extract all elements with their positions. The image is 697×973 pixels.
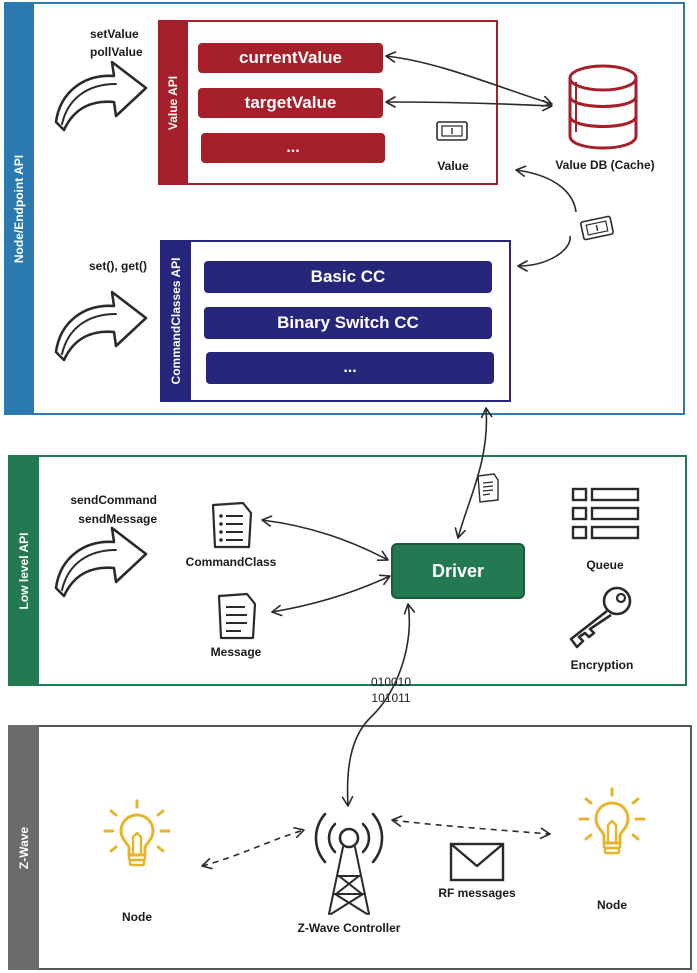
encryption-caption: Encryption (570, 658, 634, 672)
commandclasses-api-sidebar: CommandClasses API (160, 240, 191, 402)
cc-item-binary-switch: Binary Switch CC (204, 307, 492, 339)
cc-item-basic-label: Basic CC (310, 267, 386, 286)
cc-item-more-label: ... (343, 359, 357, 376)
driver-box: Driver (391, 543, 525, 599)
set-get-methods: set(), get() (89, 259, 147, 273)
node-left-caption: Node (122, 910, 152, 924)
cc-item-binary-switch-label: Binary Switch CC (277, 313, 419, 332)
commandclasses-api-label: CommandClasses API (168, 257, 183, 385)
node-endpoint-api-sidebar: Node/Endpoint API (4, 2, 34, 415)
low-level-api-section: Low level API (8, 455, 687, 686)
set-value-method: setValue (90, 27, 139, 41)
value-item-target-label: targetValue (244, 93, 337, 112)
zwave-controller-caption: Z-Wave Controller (297, 921, 401, 935)
send-message-method: sendMessage (78, 512, 157, 526)
commandclass-caption: CommandClass (185, 555, 277, 569)
value-item-current-label: currentValue (239, 48, 342, 67)
value-api-label: Value API (166, 75, 180, 130)
zwave-sidebar: Z-Wave (8, 725, 39, 970)
zwave-section: Z-Wave (8, 725, 692, 970)
send-command-method: sendCommand (70, 493, 157, 507)
node-right-caption: Node (597, 898, 627, 912)
cc-item-more: ... (206, 352, 494, 384)
bits-line-1: 010010 (370, 675, 412, 689)
queue-caption: Queue (586, 558, 624, 572)
driver-label: Driver (431, 560, 485, 581)
message-caption: Message (210, 645, 262, 659)
value-api-sidebar: Value API (158, 20, 188, 185)
rf-messages-caption: RF messages (438, 886, 516, 900)
low-level-api-sidebar: Low level API (8, 455, 39, 686)
value-item-target: targetValue (198, 88, 383, 118)
zwave-label: Z-Wave (16, 826, 31, 869)
bits-line-2: 101011 (371, 691, 411, 705)
node-endpoint-api-section: Node/Endpoint API (4, 2, 685, 415)
low-level-api-label: Low level API (16, 532, 31, 609)
value-item-more-label: ... (286, 139, 300, 156)
value-icon-caption: Value (437, 159, 469, 173)
node-endpoint-api-label: Node/Endpoint API (12, 154, 26, 263)
value-item-current: currentValue (198, 43, 383, 73)
value-db-caption: Value DB (Cache) (555, 158, 655, 172)
poll-value-method: pollValue (90, 45, 143, 59)
cc-item-basic: Basic CC (204, 261, 492, 293)
value-item-more: ... (201, 133, 385, 163)
